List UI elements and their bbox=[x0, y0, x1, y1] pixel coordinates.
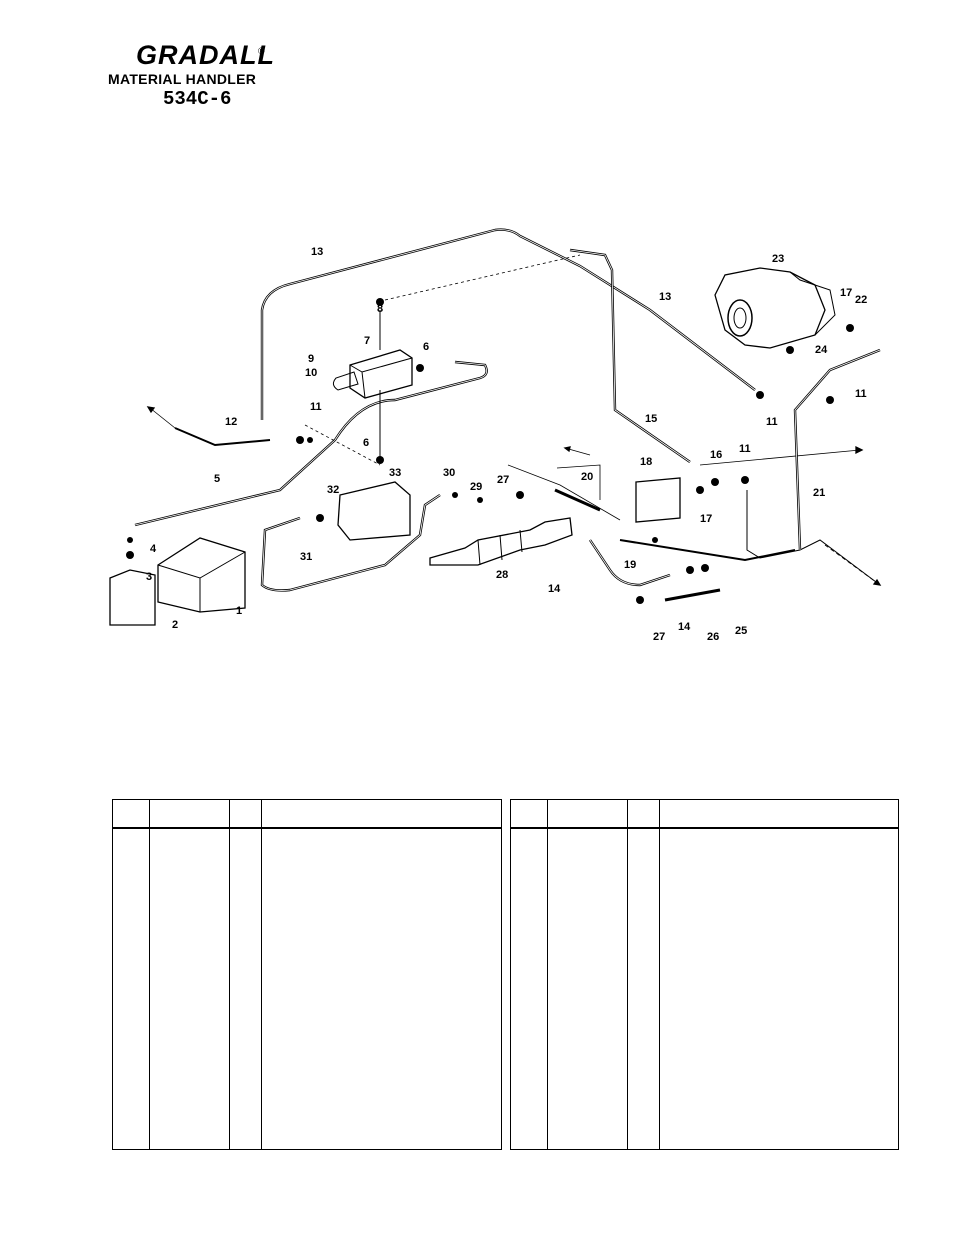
callout-label: 3 bbox=[146, 571, 152, 583]
callout-label: 25 bbox=[735, 625, 747, 637]
callout-label: 13 bbox=[311, 246, 323, 258]
table-header-row bbox=[510, 799, 899, 829]
callout-label: 17 bbox=[840, 287, 852, 299]
callout-label: 27 bbox=[497, 474, 509, 486]
callout-label: 21 bbox=[813, 487, 825, 499]
parts-list-table-right bbox=[510, 799, 899, 1150]
table-row bbox=[112, 828, 502, 1150]
callout-label: 12 bbox=[225, 416, 237, 428]
registered-mark: ® bbox=[258, 46, 265, 56]
callout-label: 9 bbox=[308, 353, 314, 365]
callout-label: 20 bbox=[581, 471, 593, 483]
callout-label: 24 bbox=[815, 344, 828, 356]
callout-label: 1 bbox=[236, 605, 242, 617]
callout-label: 22 bbox=[855, 294, 867, 306]
callout-label: 27 bbox=[653, 631, 665, 643]
column-header bbox=[659, 799, 899, 829]
callout-label: 11 bbox=[310, 401, 322, 413]
callout-label: 17 bbox=[700, 513, 712, 525]
callout-label: 15 bbox=[645, 413, 657, 425]
callout-label: 8 bbox=[377, 303, 383, 315]
callout-label: 10 bbox=[305, 367, 317, 379]
column-header bbox=[112, 799, 150, 829]
callout-label: 4 bbox=[150, 543, 157, 555]
brand-logo: GRADALL bbox=[136, 40, 275, 70]
callout-label: 2 bbox=[172, 619, 178, 631]
callout-label: 26 bbox=[707, 631, 719, 643]
column-header bbox=[510, 799, 548, 829]
callout-label: 14 bbox=[548, 583, 561, 595]
callout-label: 32 bbox=[327, 484, 339, 496]
callout-label: 6 bbox=[423, 341, 429, 353]
callout-label: 5 bbox=[214, 473, 220, 485]
callout-label: 11 bbox=[855, 388, 867, 400]
document-subtitle: MATERIAL HANDLER bbox=[108, 71, 257, 87]
model-number: 534C-6 bbox=[163, 88, 232, 110]
callout-label: 31 bbox=[300, 551, 312, 563]
callout-label: 11 bbox=[766, 416, 778, 428]
callout-label: 33 bbox=[389, 467, 401, 479]
callout-label: 6 bbox=[363, 437, 369, 449]
callout-label: 30 bbox=[443, 467, 455, 479]
callout-label: 23 bbox=[772, 253, 784, 265]
column-header bbox=[229, 799, 262, 829]
column-header bbox=[149, 799, 230, 829]
parts-list-table-left bbox=[112, 799, 502, 1150]
callout-label: 11 bbox=[739, 443, 751, 455]
hydraulic-parts-diagram: 1 2 3 4 5 6 6 7 8 9 10 11 11 11 11 12 13… bbox=[109, 228, 882, 643]
callout-label: 19 bbox=[624, 559, 636, 571]
callout-label: 16 bbox=[710, 449, 722, 461]
table-header-row bbox=[112, 799, 502, 829]
callout-label: 18 bbox=[640, 456, 652, 468]
table-row bbox=[510, 828, 899, 1150]
callout-label: 14 bbox=[678, 621, 691, 633]
callout-label: 28 bbox=[496, 569, 508, 581]
column-header bbox=[261, 799, 502, 829]
column-header bbox=[547, 799, 628, 829]
callout-label: 29 bbox=[470, 481, 482, 493]
column-header bbox=[627, 799, 660, 829]
callout-label: 7 bbox=[364, 335, 370, 347]
diagram-callout-labels: 1 2 3 4 5 6 6 7 8 9 10 11 11 11 11 12 13… bbox=[146, 246, 867, 643]
callout-label: 13 bbox=[659, 291, 671, 303]
